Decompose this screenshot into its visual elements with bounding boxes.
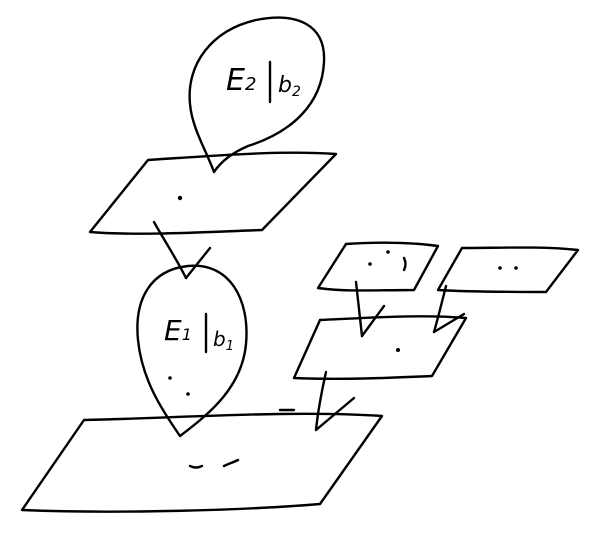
base-plane-mark-2: [222, 458, 240, 468]
right-plane-top-left: [316, 241, 440, 292]
right-plane-middle: [292, 315, 468, 381]
svg-text:E2: E2: [226, 63, 256, 98]
lower-balloon-dot-1: [168, 376, 172, 380]
lower-label-index: 1: [182, 325, 192, 344]
top-label-sub-index: 2: [292, 84, 301, 100]
rtl-mark: [402, 256, 407, 272]
upper-plane: [88, 151, 338, 235]
svg-text:E1: E1: [164, 314, 192, 347]
rtr-dot-2: [514, 266, 518, 270]
lower-label-sub-index: 1: [226, 339, 234, 354]
base-plane: [20, 412, 384, 513]
rtr-dot-1: [498, 266, 502, 270]
lower-balloon-dot-2: [186, 392, 190, 396]
svg-text:b2: b2: [278, 73, 301, 100]
rtl-dot-1: [368, 262, 372, 266]
svg-text:b1: b1: [213, 327, 234, 354]
lower-label-base: E: [164, 314, 182, 347]
lower-fiber-balloon: E1 b1: [136, 264, 248, 438]
top-fiber-label: E2 b2: [226, 60, 301, 104]
rm-dot: [396, 348, 400, 352]
connector-upper-to-lower: [152, 220, 212, 280]
base-plane-mark-1: [188, 464, 204, 469]
top-label-base: E: [226, 63, 245, 98]
upper-plane-point: [177, 195, 183, 201]
lower-label-sub: b: [213, 327, 226, 351]
top-label-sub: b: [278, 73, 292, 98]
top-label-index: 2: [245, 74, 256, 95]
connector-middle-to-base: [314, 370, 356, 432]
rtl-dot-2: [386, 250, 390, 254]
lower-fiber-label: E1 b1: [164, 312, 234, 354]
right-plane-top-right: [436, 246, 580, 294]
top-fiber-balloon: E2 b2: [188, 16, 326, 174]
